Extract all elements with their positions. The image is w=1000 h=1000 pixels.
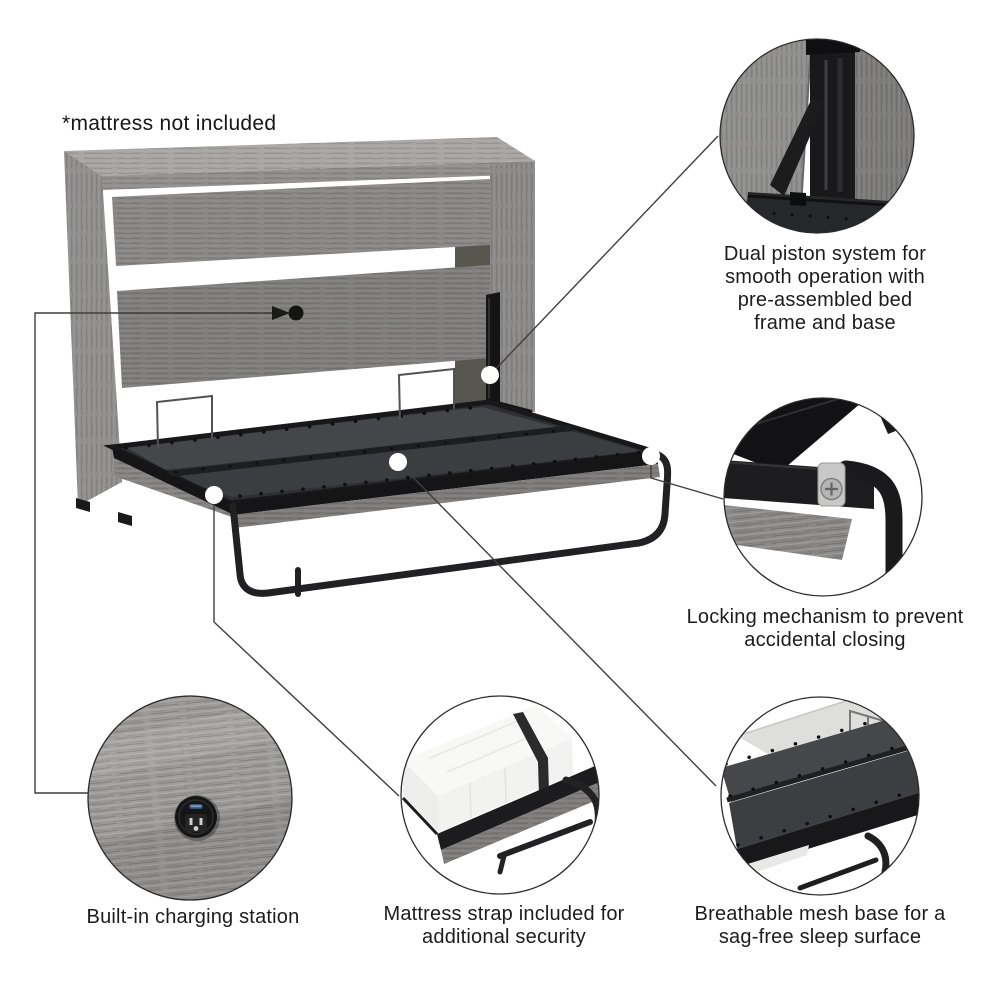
callout-label-strap: Mattress strap included for additional s… [383, 903, 625, 948]
anchor-dot [642, 447, 660, 465]
anchor-dot [389, 453, 407, 471]
piston-detail-circle [719, 38, 915, 234]
arrow-icon [272, 306, 290, 320]
retainer-bracket [155, 394, 213, 450]
leg-handle-tube [229, 450, 672, 597]
callout-label-mesh: Breathable mesh base for a sag-free slee… [694, 903, 946, 948]
callout-label-piston: Dual piston system for smooth operation … [723, 243, 927, 334]
mattress [401, 703, 573, 832]
power-outlet-icon [174, 795, 220, 841]
lock-clip [817, 462, 846, 507]
mesh-detail-circle [720, 696, 920, 896]
mattress-strap [513, 712, 549, 796]
anchor-dot [481, 366, 499, 384]
headboard-panel [117, 265, 490, 388]
retainer-bracket [397, 367, 455, 422]
strap-detail-circle [400, 695, 600, 895]
wall-bed-cabinet [64, 137, 535, 526]
anchor-dot [205, 486, 223, 504]
mattress-disclaimer: *mattress not included [62, 112, 277, 135]
callout-label-locking: Locking mechanism to prevent accidental … [686, 606, 964, 651]
locking-detail-circle [723, 397, 923, 597]
fold-down-bed-deck [103, 367, 672, 597]
leader-lines [34, 135, 724, 797]
charging-detail-circle [87, 695, 293, 901]
callout-label-charging: Built-in charging station [86, 906, 300, 928]
charging-station-dot [288, 305, 304, 321]
anchor-dots [205, 366, 660, 504]
